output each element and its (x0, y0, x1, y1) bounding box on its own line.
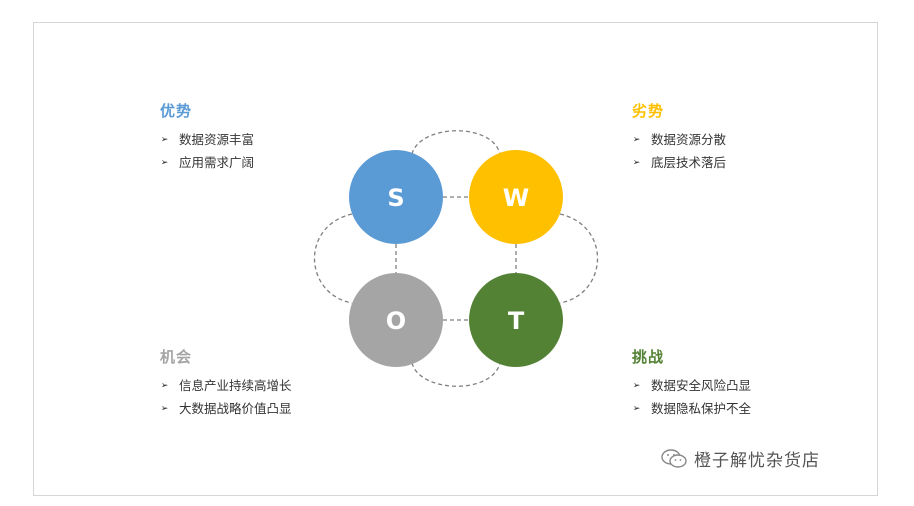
strengths-list: ➢ 数据资源丰富 ➢ 应用需求广阔 (160, 132, 360, 171)
arrow-bullet-icon: ➢ (632, 404, 641, 414)
weaknesses-list: ➢ 数据资源分散 ➢ 底层技术落后 (632, 132, 832, 171)
list-item-text: 数据资源丰富 (179, 132, 255, 147)
list-item: ➢ 数据资源分散 (632, 132, 832, 148)
list-item-text: 应用需求广阔 (179, 155, 255, 170)
threats-block: 挑战 ➢ 数据安全风险凸显 ➢ 数据隐私保护不全 (632, 348, 832, 424)
petal-top (411, 130, 501, 155)
strengths-block: 优势 ➢ 数据资源丰富 ➢ 应用需求广阔 (160, 102, 360, 178)
list-item-text: 大数据战略价值凸显 (179, 401, 292, 416)
list-item-text: 数据安全风险凸显 (651, 378, 752, 393)
opportunities-circle (349, 273, 443, 367)
list-item: ➢ 大数据战略价值凸显 (160, 401, 360, 417)
list-item: ➢ 底层技术落后 (632, 155, 832, 171)
arrow-bullet-icon: ➢ (632, 158, 641, 168)
arrow-bullet-icon: ➢ (160, 135, 169, 145)
list-item-text: 数据隐私保护不全 (651, 401, 752, 416)
strengths-title: 优势 (160, 102, 193, 120)
watermark: 橙子解忧杂货店 (660, 446, 820, 471)
opportunities-title: 机会 (160, 348, 193, 366)
watermark-text: 橙子解忧杂货店 (694, 451, 820, 471)
list-item-text: 底层技术落后 (651, 155, 727, 170)
arrow-bullet-icon: ➢ (160, 381, 169, 391)
strengths-letter: S (387, 184, 404, 212)
list-item: ➢ 应用需求广阔 (160, 155, 360, 171)
opportunities-letter: O (386, 307, 406, 335)
opportunities-list: ➢ 信息产业持续高增长 ➢ 大数据战略价值凸显 (160, 378, 360, 417)
slide-frame (33, 22, 878, 496)
petal-bottom (411, 362, 501, 387)
wechat-icon (661, 448, 687, 468)
list-item: ➢ 数据资源丰富 (160, 132, 360, 148)
weaknesses-circle (469, 150, 563, 244)
weaknesses-title: 劣势 (632, 102, 665, 120)
list-item-text: 数据资源分散 (651, 132, 727, 147)
threats-circle (469, 273, 563, 367)
arrow-bullet-icon: ➢ (632, 381, 641, 391)
threats-title: 挑战 (632, 348, 665, 366)
arrow-bullet-icon: ➢ (632, 135, 641, 145)
weaknesses-letter: W (503, 184, 529, 212)
threats-letter: T (508, 307, 525, 335)
list-item: ➢ 数据安全风险凸显 (632, 378, 832, 394)
list-item: ➢ 信息产业持续高增长 (160, 378, 360, 394)
petal-right (559, 213, 599, 304)
strengths-circle (349, 150, 443, 244)
threats-list: ➢ 数据安全风险凸显 ➢ 数据隐私保护不全 (632, 378, 832, 417)
opportunities-block: 机会 ➢ 信息产业持续高增长 ➢ 大数据战略价值凸显 (160, 348, 360, 424)
petal-left (313, 213, 353, 304)
list-item-text: 信息产业持续高增长 (179, 378, 292, 393)
weaknesses-block: 劣势 ➢ 数据资源分散 ➢ 底层技术落后 (632, 102, 832, 178)
list-item: ➢ 数据隐私保护不全 (632, 401, 832, 417)
arrow-bullet-icon: ➢ (160, 158, 169, 168)
arrow-bullet-icon: ➢ (160, 404, 169, 414)
